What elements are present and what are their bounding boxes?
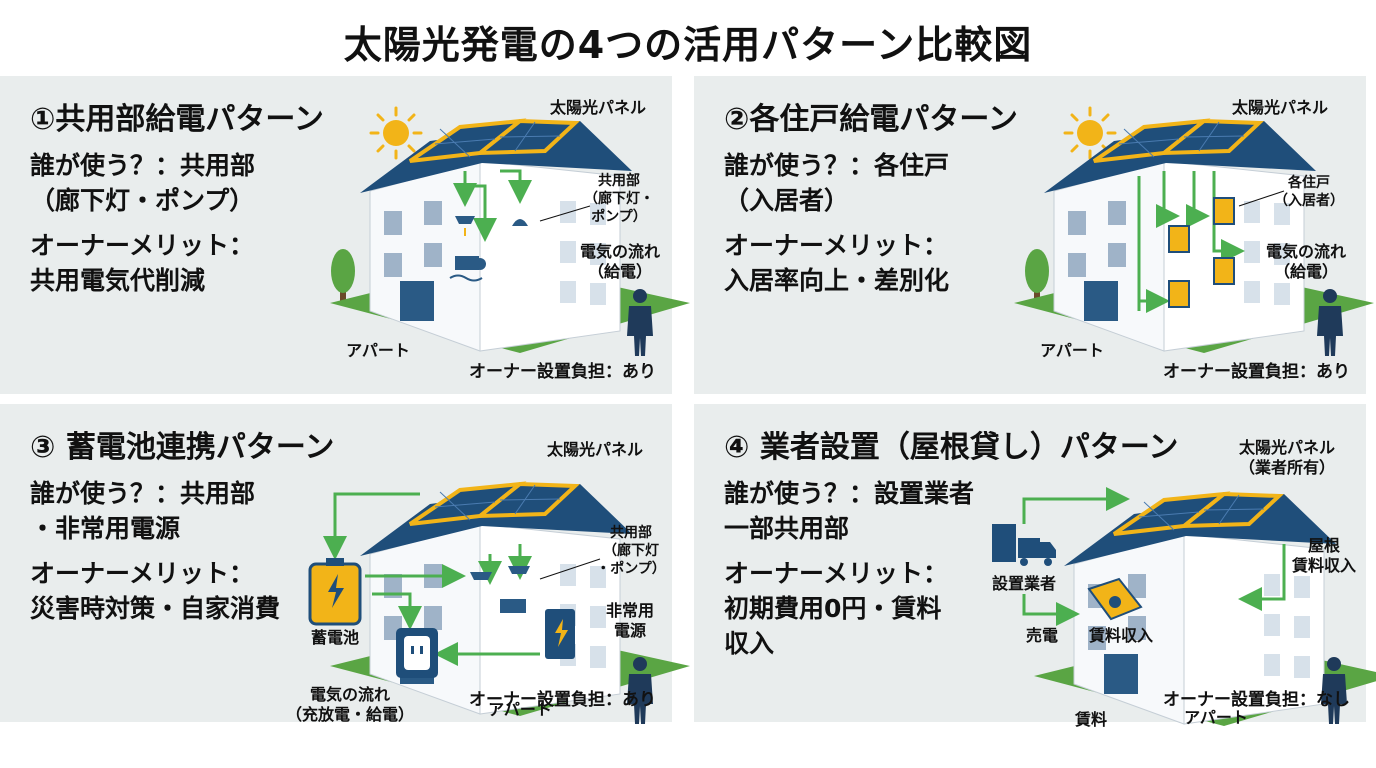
- pattern-3-illustration: [308, 482, 692, 724]
- pattern-1-who-line1: 誰が使う？：共用部: [30, 151, 256, 180]
- pattern-1-flow-label: 電気の流れ （給電）: [579, 242, 660, 281]
- pattern-4-roof-rent-label: 屋根 賃料収入: [1291, 536, 1356, 575]
- pattern-1-building-label: アパート: [346, 341, 410, 360]
- pattern-2-merit-label: オーナーメリット：: [724, 231, 949, 260]
- pattern-4-solar-label: 太陽光パネル （業者所有）: [1238, 438, 1335, 477]
- pattern-4-burden: オーナー設置負担：なし: [1163, 690, 1350, 710]
- pump-icon: [449, 256, 486, 282]
- emergency-power-icon: [545, 609, 575, 659]
- pattern-1-who-line2: （廊下灯・ポンプ）: [30, 186, 255, 215]
- pattern-3-who-line2: ・非常用電源: [30, 514, 181, 543]
- pattern-2-building-label: アパート: [1040, 341, 1104, 360]
- pattern-3-building-label: アパート: [488, 700, 552, 719]
- pattern-4-rent-income-label: 賃料収入: [1088, 626, 1153, 645]
- pattern-4-panel: ④ 業者設置（屋根貸し）パターン 誰が使う？：設置業者 一部共用部 オーナーメリ…: [694, 404, 1376, 729]
- pattern-4-building-label: アパート: [1184, 708, 1248, 727]
- pattern-4-sell-label: 売電: [1025, 626, 1058, 645]
- pattern-2-who-line2: （入居者）: [724, 186, 850, 215]
- pattern-2-title: ②各住戸給電パターン: [724, 102, 1018, 137]
- outlet-icon: [396, 628, 438, 678]
- pattern-4-merit-line2: 収入: [724, 629, 775, 658]
- pattern-1-panel: ①共用部給電パターン 誰が使う？：共用部 （廊下灯・ポンプ） オーナーメリット：…: [0, 76, 692, 394]
- pattern-3-flow-label: 電気の流れ （充放電・給電）: [285, 685, 414, 724]
- pattern-4-merit-label: オーナーメリット：: [724, 559, 949, 588]
- pattern-4-who-line2: 一部共用部: [724, 514, 850, 543]
- pattern-2-solar-label: 太陽光パネル: [1231, 98, 1328, 117]
- pattern-2-merit-line1: 入居率向上・差別化: [724, 266, 950, 295]
- pattern-2-panel: ②各住戸給電パターン 誰が使う？：各住戸 （入居者） オーナーメリット： 入居率…: [694, 76, 1376, 394]
- pattern-3-emergency-label: 非常用 電源: [605, 601, 654, 640]
- pattern-1-merit-label: オーナーメリット：: [30, 231, 255, 260]
- pattern-3-target-label: 共用部 （廊下灯 ・ポンプ）: [596, 525, 666, 577]
- pattern-4-merit-line1: 初期費用0円・賃料: [724, 594, 942, 623]
- pattern-2-burden: オーナー設置負担：あり: [1163, 362, 1350, 382]
- pattern-3-panel: ③ 蓄電池連携パターン 誰が使う？：共用部 ・非常用電源 オーナーメリット： 災…: [0, 404, 692, 724]
- pattern-3-merit-label: オーナーメリット：: [30, 559, 255, 588]
- light-icon: [455, 216, 475, 236]
- pattern-1-merit-line1: 共用電気代削減: [30, 266, 206, 295]
- price-tag-icon: [1087, 577, 1143, 621]
- pattern-1-target-label: 共用部 （廊下灯・ ポンプ）: [584, 173, 654, 225]
- pattern-2-illustration: [1012, 106, 1376, 356]
- page-title: 太陽光発電の4つの活用パターン比較図: [343, 23, 1033, 67]
- pattern-2-flow-label: 電気の流れ （給電）: [1265, 242, 1346, 281]
- lamp-icon: [512, 219, 528, 226]
- pattern-3-who-line1: 誰が使う？：共用部: [30, 479, 256, 508]
- pattern-1-title: ①共用部給電パターン: [30, 102, 324, 137]
- company-icon: [992, 524, 1056, 566]
- pattern-2-target-label: 各住戸 （入居者）: [1274, 175, 1344, 209]
- pattern-4-who-line1: 誰が使う？：設置業者: [724, 479, 975, 508]
- pattern-1-burden: オーナー設置負担：あり: [469, 362, 656, 382]
- pattern-2-who-line1: 誰が使う？：各住戸: [724, 151, 950, 180]
- pattern-3-burden: オーナー設置負担：あり: [469, 690, 656, 710]
- pattern-4-rent-label: 賃料: [1074, 710, 1107, 729]
- pattern-4-company-label: 設置業者: [991, 574, 1056, 593]
- pattern-3-battery-label: 蓄電池: [310, 628, 359, 647]
- pattern-4-illustration: [992, 487, 1376, 728]
- pattern-1-solar-label: 太陽光パネル: [549, 98, 646, 117]
- pattern-1-illustration: [328, 106, 692, 356]
- pattern-3-title: ③ 蓄電池連携パターン: [30, 430, 335, 465]
- pattern-3-solar-label: 太陽光パネル: [546, 440, 643, 459]
- pattern-4-title: ④ 業者設置（屋根貸し）パターン: [724, 430, 1179, 465]
- pattern-3-merit-line1: 災害時対策・自家消費: [30, 594, 281, 623]
- battery-icon: [308, 558, 362, 626]
